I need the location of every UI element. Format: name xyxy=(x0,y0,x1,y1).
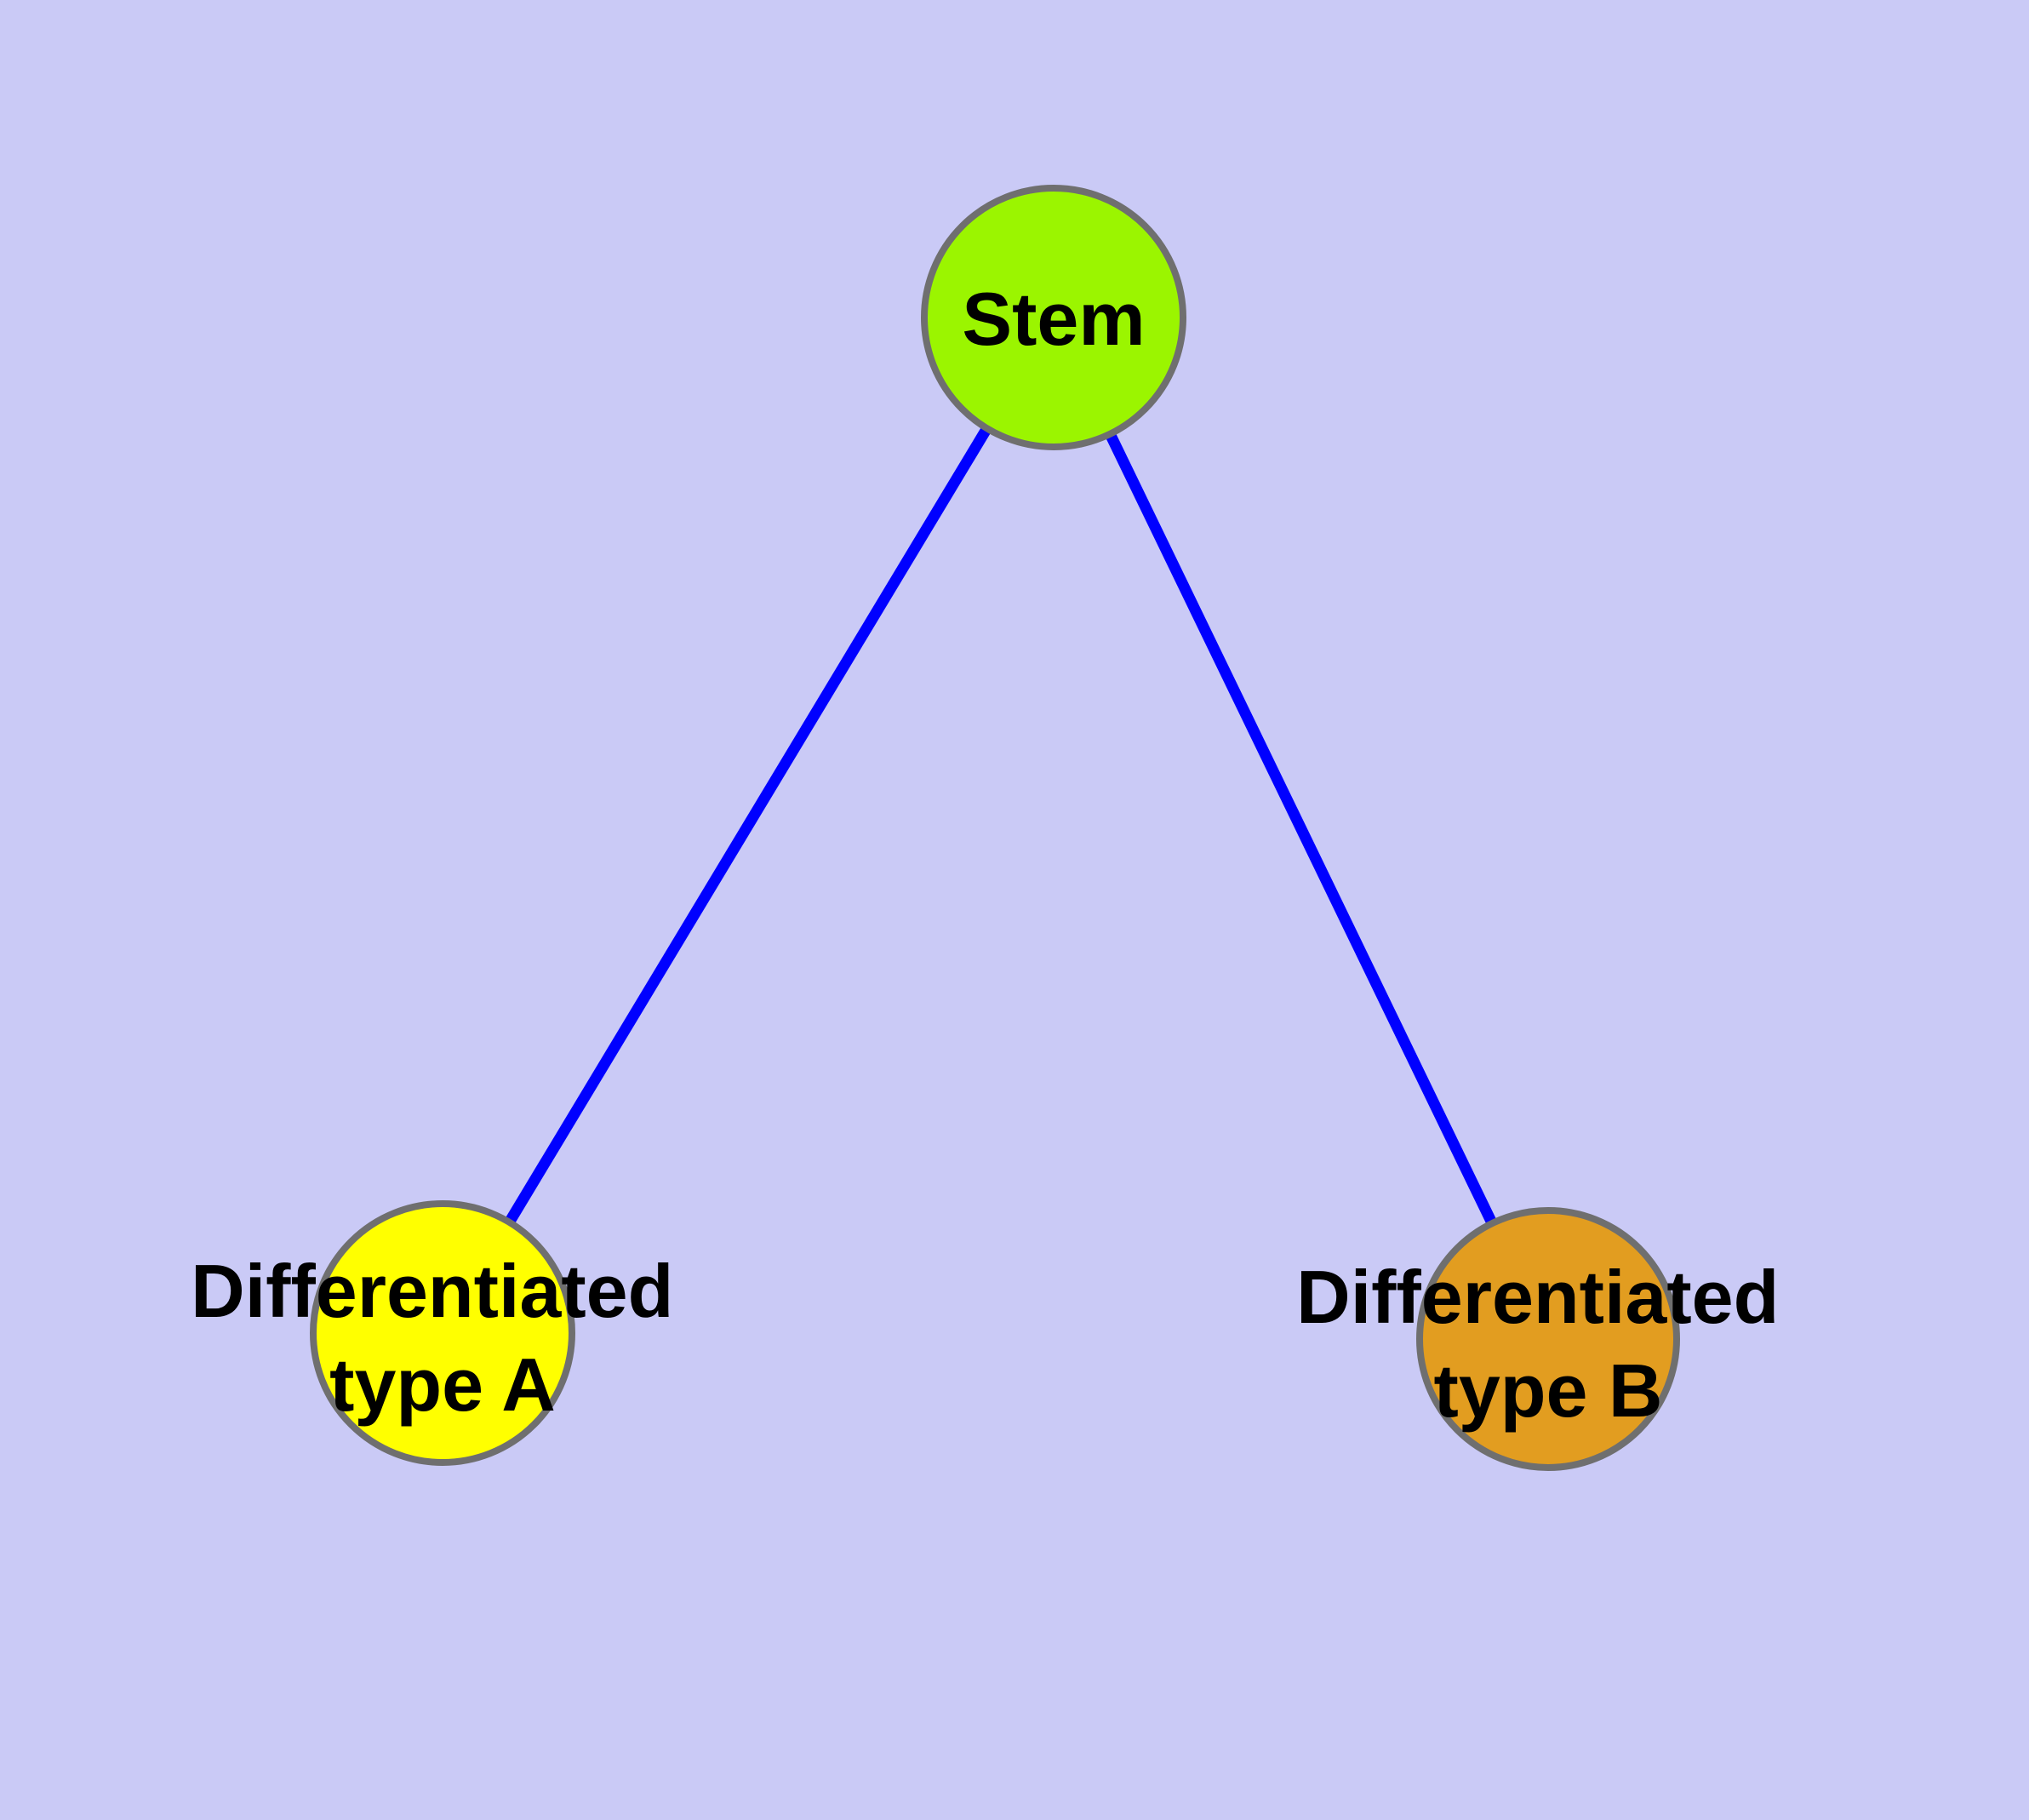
type-a-node-label: Differentiated type A xyxy=(191,1249,694,1427)
stem-node-circle xyxy=(921,185,1186,450)
type-a-label-line1: Differentiated xyxy=(191,1249,673,1333)
stem-node-label: Stem xyxy=(962,277,1145,361)
type-b-node-label: Differentiated type B xyxy=(1296,1255,1800,1433)
type-b-label-line2: type B xyxy=(1434,1348,1663,1433)
type-b-label-line1: Differentiated xyxy=(1296,1255,1779,1339)
type-b-node-circle xyxy=(1416,1207,1680,1471)
type-a-node-circle xyxy=(310,1200,575,1466)
edge-stem-to-type-a xyxy=(437,314,1059,1336)
edge-stem-to-type-b xyxy=(1049,315,1553,1342)
type-a-label-line2: type A xyxy=(329,1342,556,1427)
